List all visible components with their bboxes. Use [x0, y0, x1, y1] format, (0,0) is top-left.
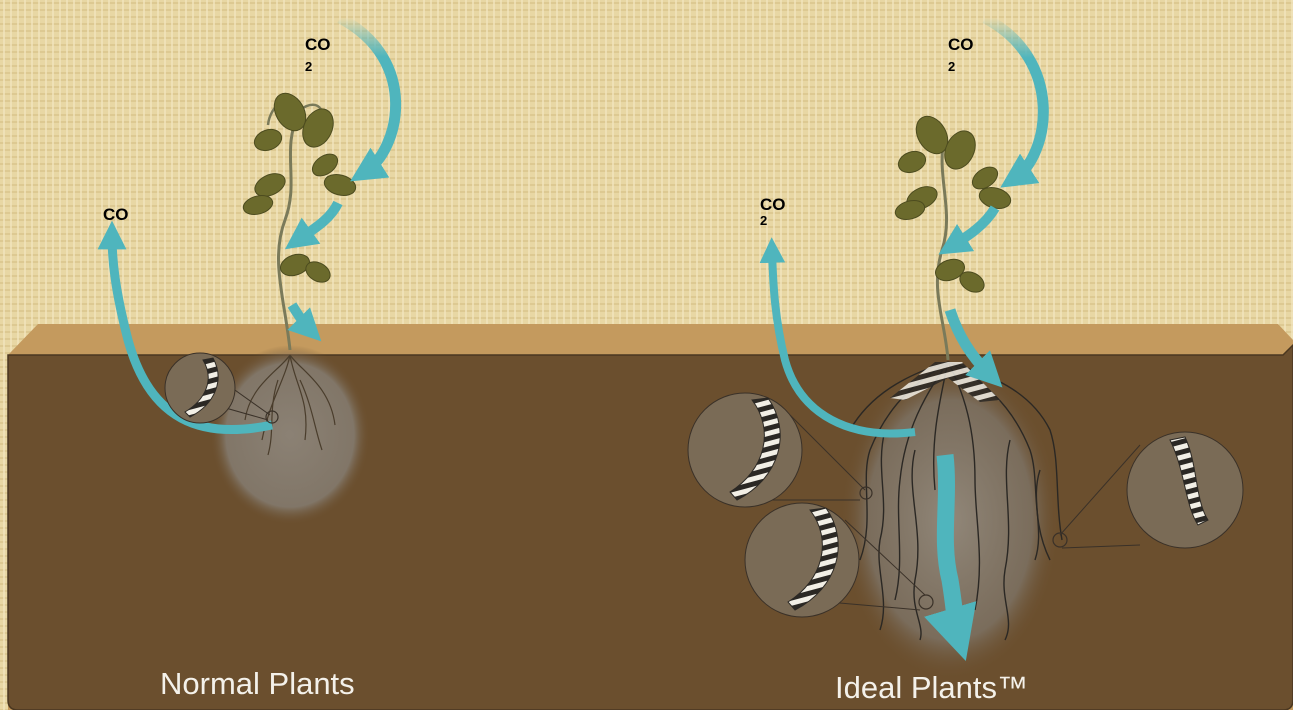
- co2-label-ideal-in: CO 2: [948, 34, 974, 78]
- root-zone-halo-normal: [210, 345, 370, 525]
- title-normal-plants: Normal Plants: [160, 666, 355, 702]
- co2-label-ideal-out: CO 2: [760, 194, 786, 232]
- co2-label-normal-in: CO 2: [305, 34, 331, 78]
- co2-label-normal-out: CO: [103, 204, 129, 226]
- title-ideal-plants: Ideal Plants™: [835, 670, 1028, 706]
